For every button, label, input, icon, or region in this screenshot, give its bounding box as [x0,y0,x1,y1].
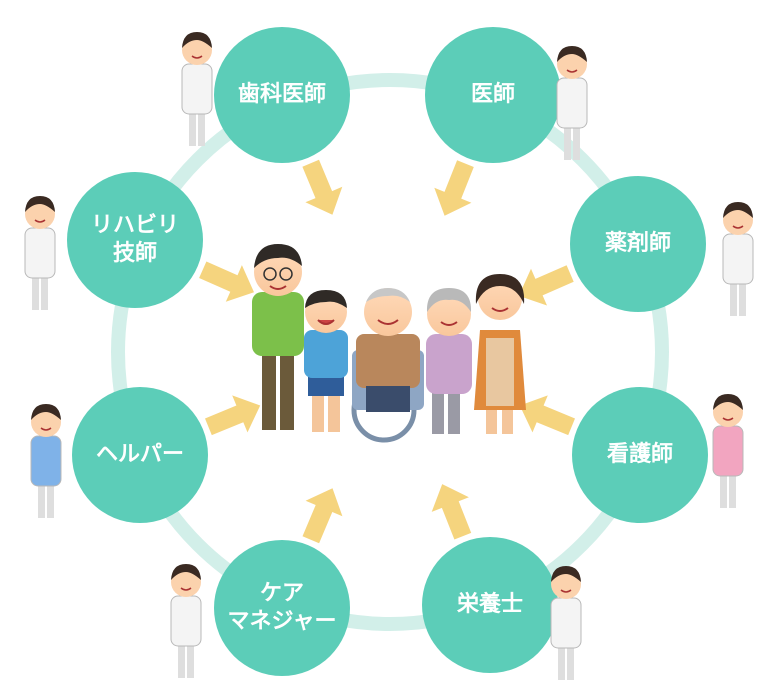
node-label-pharmacist: 薬剤師 [604,231,671,256]
node-label-care-manager: ケア マネジャー [227,581,337,634]
rehab-technician-icon [24,196,56,310]
node-care-manager [214,540,350,676]
helper-icon [30,404,62,518]
node-nurse [572,387,708,523]
node-doctor [425,27,561,163]
father-figure [252,244,304,430]
nutritionist-icon [550,566,582,680]
node-label-rehab: リハビリ 技師 [90,213,179,266]
arrow-nutritionist [431,484,472,540]
node-label-nutritionist: 栄養士 [456,592,523,617]
node-dentist [214,27,350,163]
nurse-icon [712,394,744,508]
node-label-dentist: 歯科医師 [237,82,326,107]
dentist-icon [181,32,213,146]
arrow-helper [205,395,261,436]
connection-ring [111,73,669,631]
grandpa-figure [351,288,424,443]
node-nutritionist [422,537,558,673]
arrows-group [199,159,575,544]
family-icon [252,244,526,443]
pharmacist-icon [722,202,754,316]
arrow-doctor [434,160,474,216]
node-pharmacist [570,176,706,312]
mother-figure [474,274,526,434]
arrow-rehab [199,261,254,302]
node-label-helper: ヘルパー [95,442,184,467]
node-rehab [67,172,203,308]
node-label-nurse: 看護師 [606,442,673,467]
grandma-figure [426,288,472,434]
arrow-care-manager [302,488,343,544]
doctor-icon [556,46,588,160]
people-group [24,32,754,680]
arrow-pharmacist [518,265,574,306]
arrow-dentist [302,159,343,215]
arrow-nurse [519,395,575,436]
boy-figure [304,290,348,432]
node-helper [72,387,208,523]
care-manager-icon [170,564,202,678]
node-label-doctor: 医師 [470,82,515,107]
nodes-group [67,27,708,676]
